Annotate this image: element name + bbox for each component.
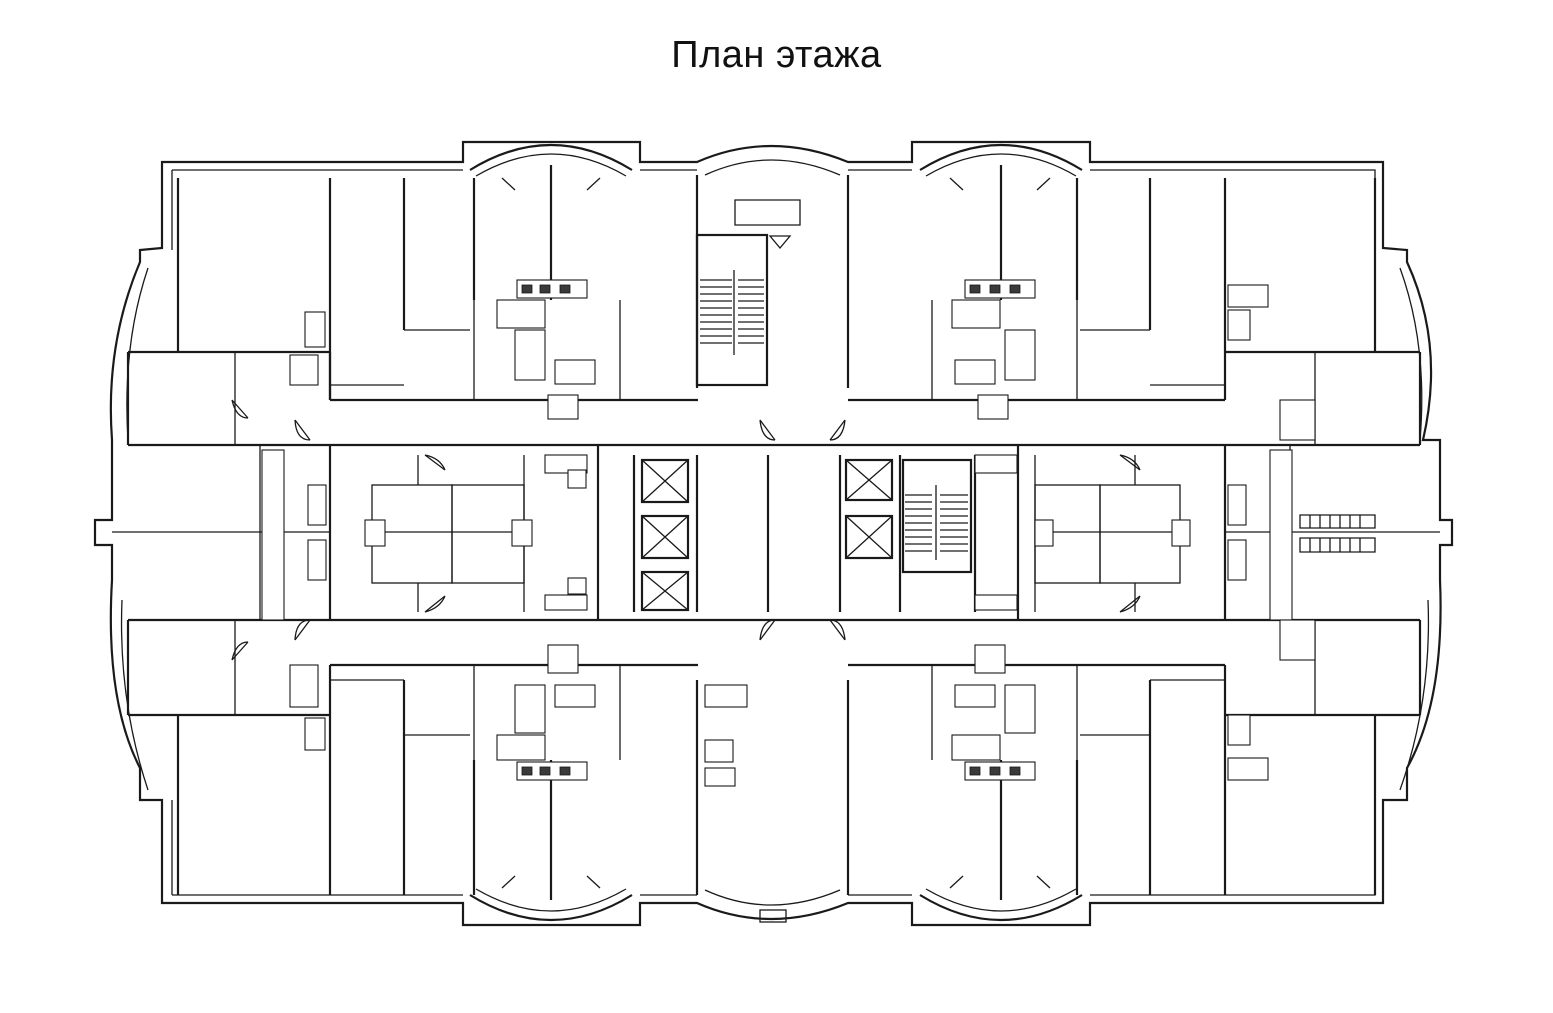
elevator-shafts (640, 458, 894, 612)
page-title: План этажа (671, 34, 882, 76)
middle-band (234, 352, 1316, 715)
bottom-apartments (176, 665, 1377, 900)
corridors (112, 350, 1440, 717)
bathroom-fixtures (261, 279, 1316, 787)
door-swings (231, 177, 1141, 889)
stairwells (695, 199, 1376, 574)
exterior-walls (93, 140, 1454, 927)
top-apartments (176, 165, 1377, 400)
